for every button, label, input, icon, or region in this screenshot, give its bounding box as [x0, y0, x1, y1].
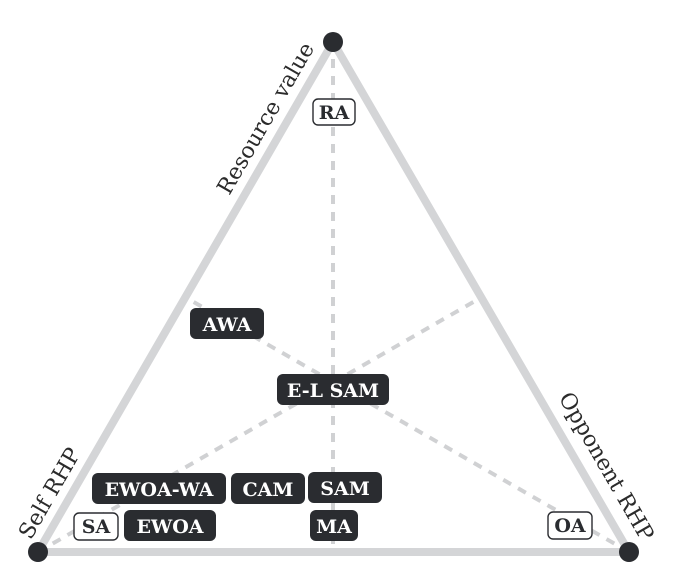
- tag-awa: AWA: [190, 308, 264, 339]
- tag-sam: SAM: [308, 472, 382, 503]
- tag-cam: CAM: [231, 473, 305, 504]
- tag-ma-text: MA: [316, 516, 352, 538]
- tag-ewoa: EWOA: [124, 510, 216, 541]
- tag-ewoa-wa: EWOA-WA: [92, 473, 226, 504]
- vertex-top: [323, 32, 343, 52]
- tag-oa: OA: [547, 511, 593, 540]
- vertex-left: [28, 542, 48, 562]
- guide-lines: [37, 42, 630, 554]
- tag-sam-text: SAM: [320, 478, 370, 500]
- guide-right-to-left-side: [184, 295, 630, 554]
- tag-ma: MA: [310, 510, 358, 541]
- edge-right: [329, 38, 633, 556]
- tag-el-sam: E-L SAM: [277, 374, 389, 405]
- tag-sa-text: SA: [82, 516, 111, 538]
- edge-left: [34, 38, 337, 556]
- tag-el-sam-text: E-L SAM: [287, 380, 379, 402]
- tag-oa-text: OA: [554, 515, 586, 537]
- tag-ra-text: RA: [319, 102, 350, 124]
- guide-left-to-right-side: [37, 295, 483, 554]
- vertex-right: [619, 542, 639, 562]
- triangle-edges: [34, 38, 633, 556]
- tag-awa-text: AWA: [202, 314, 252, 336]
- tag-ewoa-text: EWOA: [136, 516, 203, 538]
- tag-sa: SA: [73, 512, 119, 541]
- tag-ewoa-wa-text: EWOA-WA: [105, 479, 214, 501]
- resource-value-label: Resource value: [213, 38, 320, 199]
- tag-ra: RA: [312, 98, 356, 126]
- tag-cam-text: CAM: [243, 479, 294, 501]
